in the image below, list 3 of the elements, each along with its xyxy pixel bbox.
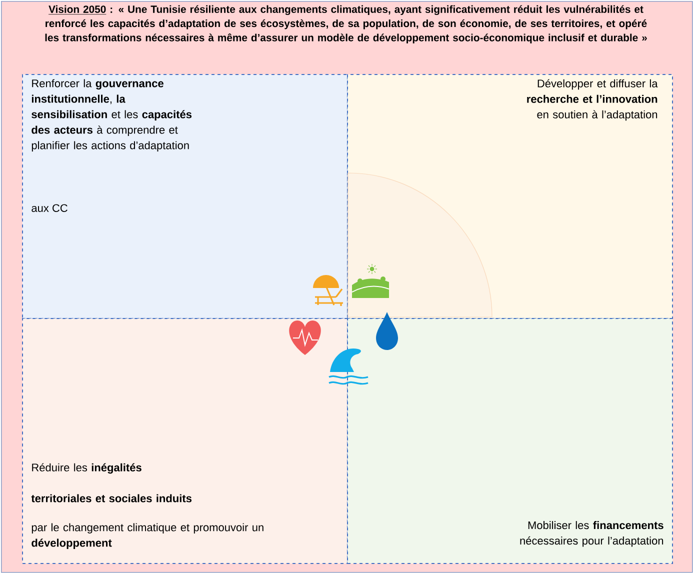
objective-panel: Réduire les inégalités territoriales et sociales induits par le changement climatique et promouvoir un développement bbox=[22, 318, 348, 564]
objective-panel: Renforcer la gouvernance institutionnelle, la sensibilisation et les capacités des acteurs à comprendre et planifier les actions d’adaptation aux CC bbox=[22, 74, 348, 319]
objective-panel: Mobiliser les financements nécessaires pour l’adaptation bbox=[347, 318, 673, 564]
